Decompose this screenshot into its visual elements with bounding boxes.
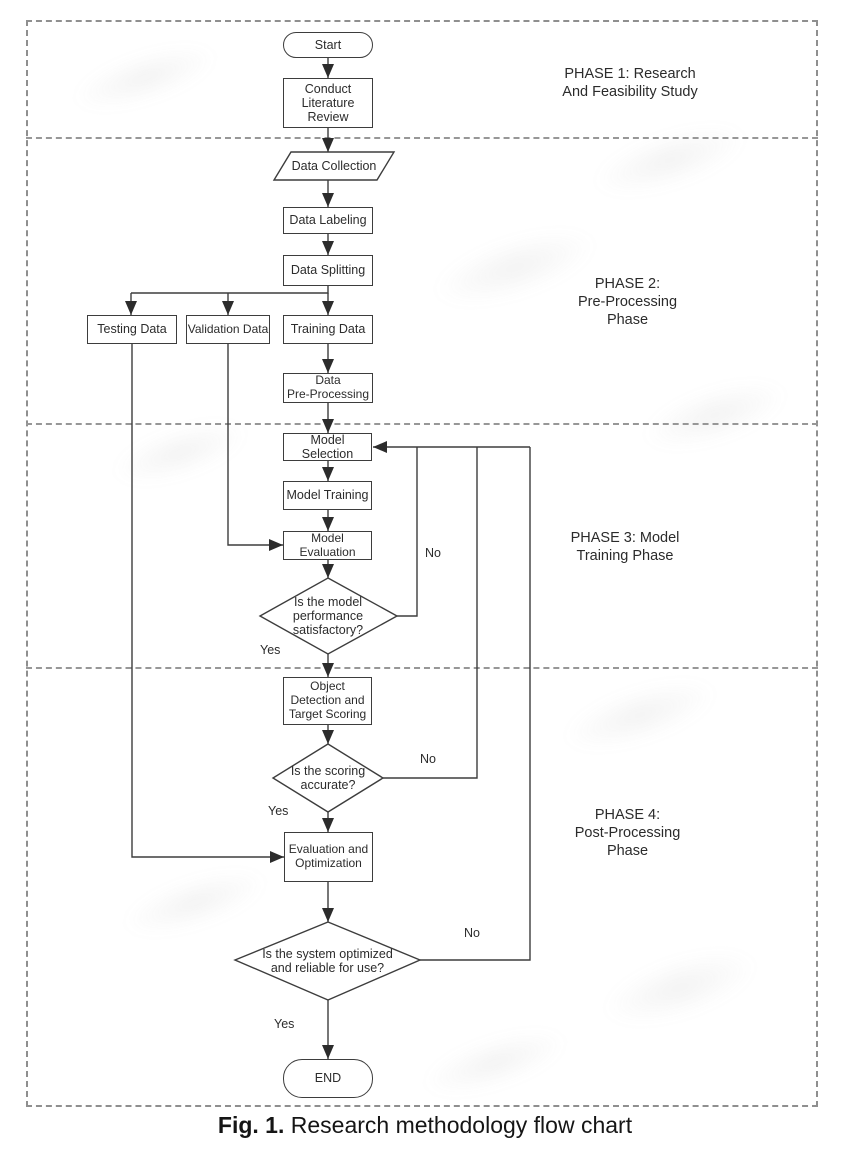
node-testing-data: Testing Data (87, 315, 177, 344)
figure-caption-number: Fig. 1. (217, 1112, 285, 1138)
node-data-labeling: Data Labeling (283, 207, 373, 234)
phase-separator-3 (26, 667, 818, 669)
node-data-collection: Data Collection (291, 158, 377, 173)
phase-2-label: PHASE 2: Pre-Processing Phase (577, 276, 678, 329)
node-object-detection-target-scoring: Object Detection and Target Scoring (283, 677, 372, 725)
edge-testing-data-to-evaluation (131, 344, 284, 863)
decision-diamond-model-performance (258, 577, 399, 655)
node-model-selection: Model Selection (283, 433, 372, 461)
flowchart-border (26, 20, 818, 1107)
node-model-training: Model Training (283, 481, 372, 510)
edge-validation-data-to-model-evaluation (227, 344, 283, 551)
decision-diamond-scoring (271, 743, 385, 813)
node-start: Start (283, 32, 373, 58)
phase-4-label: PHASE 4: Post-Processing Phase (574, 807, 681, 860)
node-model-evaluation: Model Evaluation (283, 531, 372, 560)
label-model-performance-no: No (425, 546, 441, 560)
data-collection-parallelogram (272, 151, 396, 181)
phase-1-label: PHASE 1: Research And Feasibility Study (562, 66, 698, 101)
node-decision-scoring-accurate: Is the scoring accurate? (290, 763, 366, 792)
phase-separator-1 (26, 137, 818, 139)
node-data-splitting: Data Splitting (283, 255, 373, 286)
node-evaluation-optimization: Evaluation and Optimization (284, 832, 373, 882)
figure-caption-text: Research methodology flow chart (284, 1112, 633, 1138)
decision-diamond-system (233, 921, 422, 1001)
label-model-performance-yes: Yes (260, 643, 281, 657)
edge-data-splitting-branch (131, 286, 329, 294)
node-conduct-literature-review: Conduct Literature Review (283, 78, 373, 128)
label-system-yes: Yes (274, 1017, 295, 1031)
edge-decision-no-loop-1 (397, 447, 418, 617)
edge-system-no-loop-3 (420, 447, 531, 961)
phase-separator-2 (26, 423, 818, 425)
figure-caption: Fig. 1. Research methodology flow chart (0, 1112, 850, 1139)
node-end: END (283, 1059, 373, 1098)
label-scoring-yes: Yes (268, 804, 289, 818)
node-validation-data: Validation Data (186, 315, 270, 344)
label-scoring-no: No (420, 752, 436, 766)
edge-scoring-no-loop-2 (383, 447, 478, 779)
phase-3-label: PHASE 3: Model Training Phase (570, 530, 680, 565)
node-training-data: Training Data (283, 315, 373, 344)
node-data-preprocessing: Data Pre-Processing (283, 373, 373, 403)
node-decision-system-optimized: Is the system optimized and reliable for… (262, 946, 393, 975)
node-decision-model-performance: Is the model performance satisfactory? (292, 594, 364, 638)
label-system-no: No (464, 926, 480, 940)
